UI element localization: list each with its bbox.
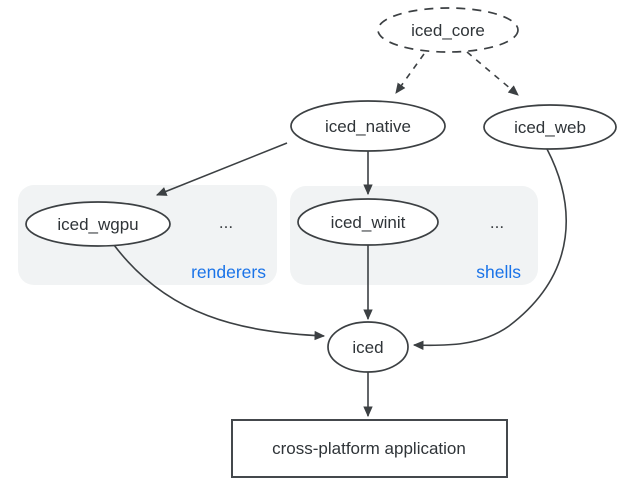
- iced-core-ellipse: [377, 7, 519, 53]
- application-label: cross-platform application: [272, 439, 466, 458]
- iced-core-label: iced_core: [411, 21, 485, 40]
- edge-iced-core-to-iced-web: [466, 51, 519, 96]
- iced-native-ellipse: [290, 100, 446, 152]
- node-iced: iced: [327, 321, 409, 373]
- iced-wgpu-label: iced_wgpu: [57, 215, 138, 234]
- shells-ellipsis: ...: [490, 213, 504, 232]
- iced-web-label: iced_web: [514, 118, 586, 137]
- iced-wgpu-ellipse: [25, 201, 171, 247]
- node-iced-native: iced_native: [290, 100, 446, 152]
- node-application: cross-platform application: [231, 419, 508, 478]
- iced-ellipse: [327, 321, 409, 373]
- iced-web-ellipse: [483, 104, 617, 150]
- iced-winit-ellipse: [297, 198, 439, 246]
- iced-winit-label: iced_winit: [331, 213, 406, 232]
- edge-iced-native-to-iced-wgpu: [155, 142, 288, 196]
- edge-iced-core-to-iced-native: [395, 53, 425, 94]
- renderers-group-label: renderers: [191, 262, 266, 282]
- node-iced-web: iced_web: [483, 104, 617, 150]
- iced-native-label: iced_native: [325, 117, 411, 136]
- renderers-ellipsis: ...: [219, 213, 233, 232]
- edge-iced-wgpu-to-iced: [113, 244, 326, 341]
- node-iced-wgpu: iced_wgpu: [25, 201, 171, 247]
- node-iced-core: iced_core: [377, 7, 519, 53]
- edge-iced-web-to-iced: [412, 148, 567, 350]
- iced-label: iced: [352, 338, 383, 357]
- node-iced-winit: iced_winit: [297, 198, 439, 246]
- application-rect: [231, 419, 508, 478]
- shells-group-label: shells: [476, 262, 521, 282]
